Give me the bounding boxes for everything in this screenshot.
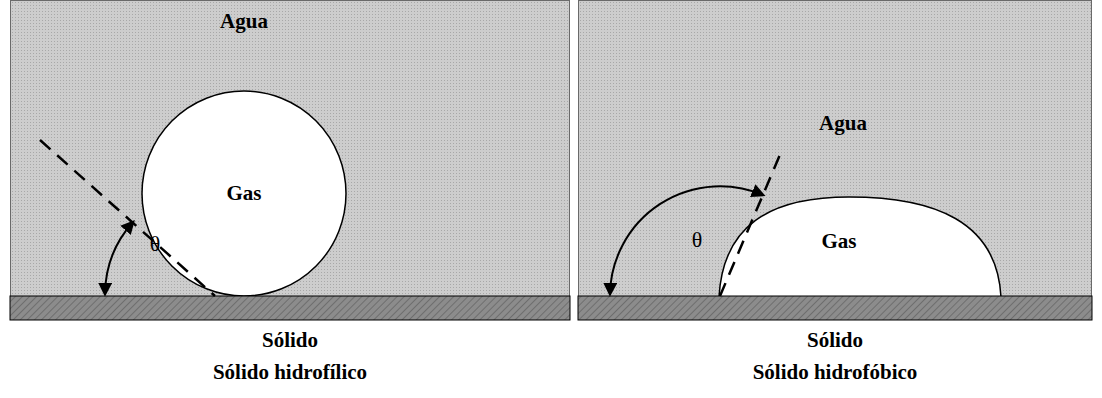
phase-label: Gas bbox=[821, 229, 856, 254]
angle-symbol: θ bbox=[150, 231, 161, 257]
angle-arc bbox=[610, 186, 763, 294]
water-region: AguaGas bbox=[578, 0, 1092, 297]
angle-arc bbox=[105, 222, 133, 294]
panel-caption: Sólido hidrofílico bbox=[213, 360, 367, 385]
surface-label: Sólido bbox=[262, 328, 318, 353]
tangent-line bbox=[720, 150, 782, 296]
surface-label: Sólido bbox=[807, 328, 863, 353]
phase-label: Gas bbox=[226, 181, 261, 206]
panel-caption: Sólido hidrofóbico bbox=[753, 360, 918, 385]
water-region: AguaGas bbox=[10, 0, 570, 297]
bubble-outline bbox=[719, 196, 1001, 297]
medium-label: Agua bbox=[819, 111, 867, 136]
solid-bar bbox=[578, 296, 1092, 320]
bubble-shape bbox=[142, 91, 346, 296]
tangent-line bbox=[40, 140, 215, 296]
solid-bar bbox=[10, 296, 570, 320]
gas-bubble: Gas bbox=[141, 90, 347, 297]
gas-bubble: Gas bbox=[719, 196, 1001, 297]
angle-symbol: θ bbox=[692, 227, 703, 253]
medium-label: Agua bbox=[220, 9, 268, 34]
bubble-shape bbox=[719, 197, 1001, 297]
